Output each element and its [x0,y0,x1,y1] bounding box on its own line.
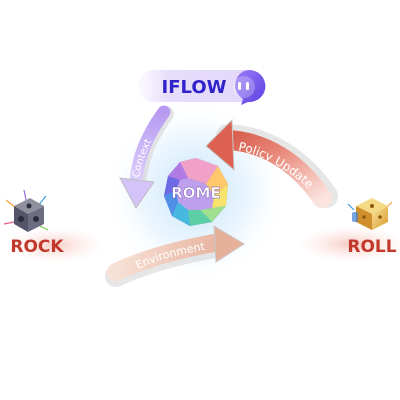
rock-node: ROCK [3,189,64,257]
roll-label-backdrop [296,226,400,262]
sparkling-cube-icon [3,189,49,232]
roll-label: ROLL [347,237,396,257]
rainbow-gem-icon [164,158,228,226]
iflow-pill [138,70,262,102]
golden-dice-icon [347,198,393,230]
rome-label: ROME [171,184,220,202]
iflow-label: IFLOW [162,77,227,98]
context-arrow: Context [119,105,174,209]
rome-node: ROME [164,158,228,226]
iflow-node: IFLOW [138,70,266,105]
rock-label: ROCK [10,237,64,257]
roll-node: ROLL [347,198,397,257]
rock-label-backdrop [5,227,105,263]
chat-bubble-face-icon [233,70,266,105]
